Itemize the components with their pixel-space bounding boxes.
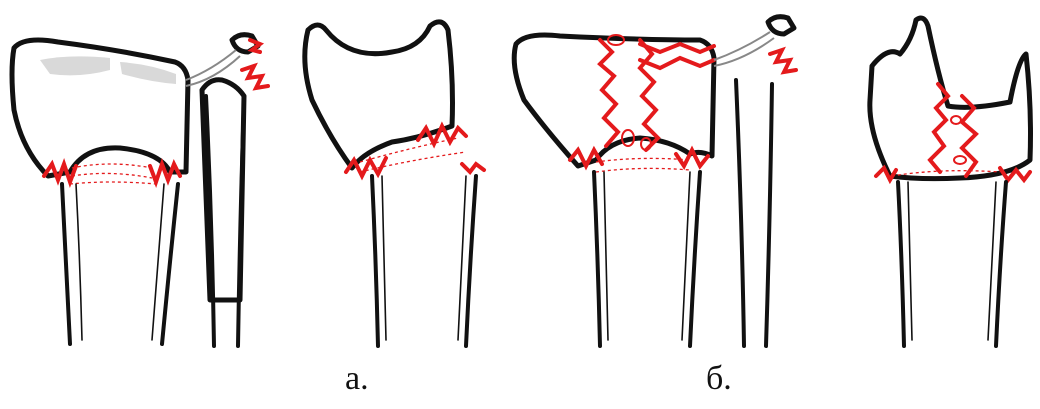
radius-lateral-b <box>870 18 1031 179</box>
radius-shaft-a1 <box>62 184 70 344</box>
radius-shaft-lateral-b-inner-r <box>988 182 996 340</box>
panel-b-lateral-view <box>870 18 1031 346</box>
ulna-fracture-line <box>242 66 268 88</box>
radius-shaft-lateral <box>372 176 378 346</box>
radius-shaft-lateral-inner-r <box>458 176 466 340</box>
radius-shaft-inner-r <box>152 184 164 340</box>
caption-b: б. <box>706 362 732 396</box>
radius-shaft-lateral-b-r <box>996 182 1006 346</box>
growth-plate-zone <box>70 164 156 184</box>
radius-shaft-b <box>594 172 600 346</box>
panel-b-frontal-view <box>514 17 796 346</box>
radius-shaft-inner <box>76 184 82 340</box>
radius-shaft-a1-r <box>162 184 178 344</box>
growth-plate-b <box>596 158 690 172</box>
radius-lateral-a <box>305 22 453 168</box>
radius-shaft-b-inner <box>604 172 608 340</box>
panel-a-frontal-view <box>12 35 268 346</box>
radius-shaft-lateral-b-inner <box>908 182 912 340</box>
ulnar-styloid-fragment-b <box>768 17 794 34</box>
ligament-b <box>714 32 774 66</box>
caption-a: а. <box>345 362 369 396</box>
radius-shaft-b-r <box>690 172 700 346</box>
fracture-line-lateral-a-low <box>462 164 484 172</box>
ulna-shaft-b <box>736 80 744 346</box>
ulna-fracture-line-b <box>770 50 796 72</box>
radius-shaft-lateral-b <box>898 182 904 346</box>
panel-a-lateral-view <box>305 22 484 346</box>
ulna-shaft-b-r <box>766 84 772 346</box>
radius-shaft-b-inner-r <box>682 172 690 340</box>
radius-shaft-lateral-inner <box>382 176 386 340</box>
radius-shaft-lateral-r <box>466 176 476 346</box>
